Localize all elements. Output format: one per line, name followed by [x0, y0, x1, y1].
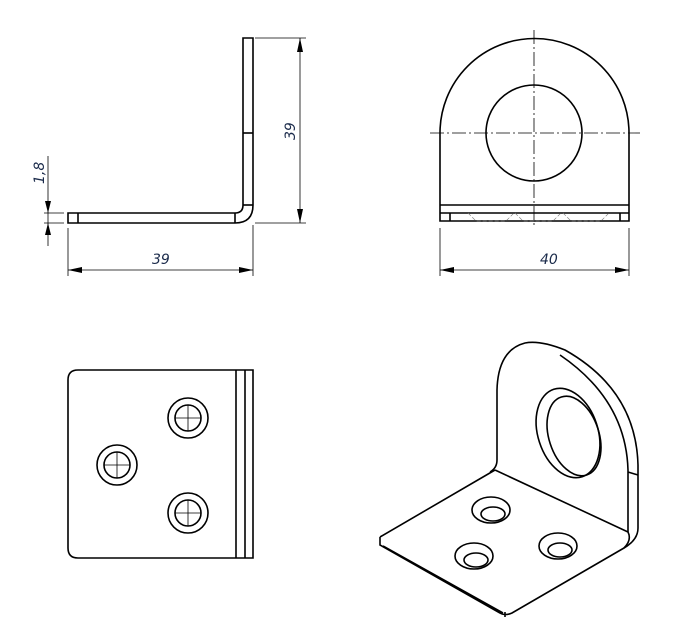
arrowheads — [45, 201, 51, 235]
bracket-outline — [439, 37, 630, 222]
countersunk-hole — [454, 542, 494, 570]
top-view — [67, 369, 254, 559]
plate-edges — [382, 469, 631, 617]
isometric-view — [379, 341, 639, 617]
large-hole-inner — [546, 395, 602, 477]
countersunk-hole — [167, 397, 209, 439]
hidden-holes — [467, 212, 610, 222]
plate-outline — [67, 369, 254, 559]
dim-height-label: 39 — [283, 122, 299, 140]
dim-length-label: 39 — [152, 252, 170, 268]
countersunk-hole — [96, 444, 138, 486]
dim-thickness-label: 1,8 — [32, 162, 48, 184]
bracket-outline — [379, 341, 639, 616]
bracket-profile — [67, 37, 254, 224]
countersunk-hole — [538, 532, 578, 560]
side-view: 39 39 1,8 — [32, 37, 306, 276]
front-view: 40 — [430, 30, 640, 276]
countersunk-hole — [471, 496, 511, 524]
dim-width-label: 40 — [540, 252, 558, 268]
upright-edge — [559, 354, 639, 532]
countersunk-hole — [167, 492, 209, 534]
